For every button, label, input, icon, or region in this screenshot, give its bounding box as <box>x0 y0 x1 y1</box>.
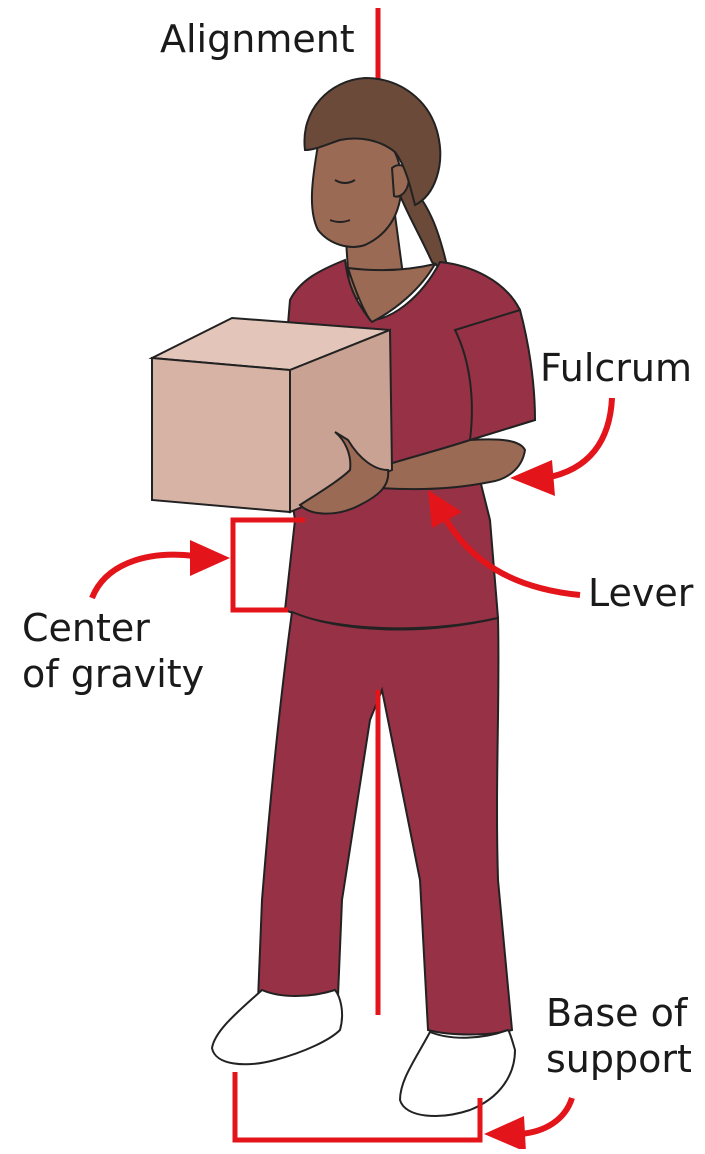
scrub-pants <box>258 612 512 1035</box>
center-of-gravity-arrowhead <box>190 540 230 576</box>
alignment-label: Alignment <box>160 16 355 62</box>
fulcrum-arrow <box>545 398 612 478</box>
left-shoe <box>212 990 342 1064</box>
base-of-support-arrow <box>520 1098 572 1134</box>
center-of-gravity-label: Center of gravity <box>22 605 204 697</box>
right-shoe <box>400 1030 515 1116</box>
base-of-support-label-line2: support <box>546 1036 692 1082</box>
fulcrum-label: Fulcrum <box>540 345 692 391</box>
center-of-gravity-label-line1: Center <box>22 605 204 651</box>
box-front <box>152 358 290 512</box>
base-of-support-label-line1: Base of <box>546 990 692 1036</box>
base-of-support-label: Base of support <box>546 990 692 1082</box>
center-of-gravity-arrow <box>92 555 195 598</box>
lever-label: Lever <box>588 570 693 616</box>
center-of-gravity-label-line2: of gravity <box>22 651 204 697</box>
base-of-support-arrowhead <box>484 1116 526 1149</box>
